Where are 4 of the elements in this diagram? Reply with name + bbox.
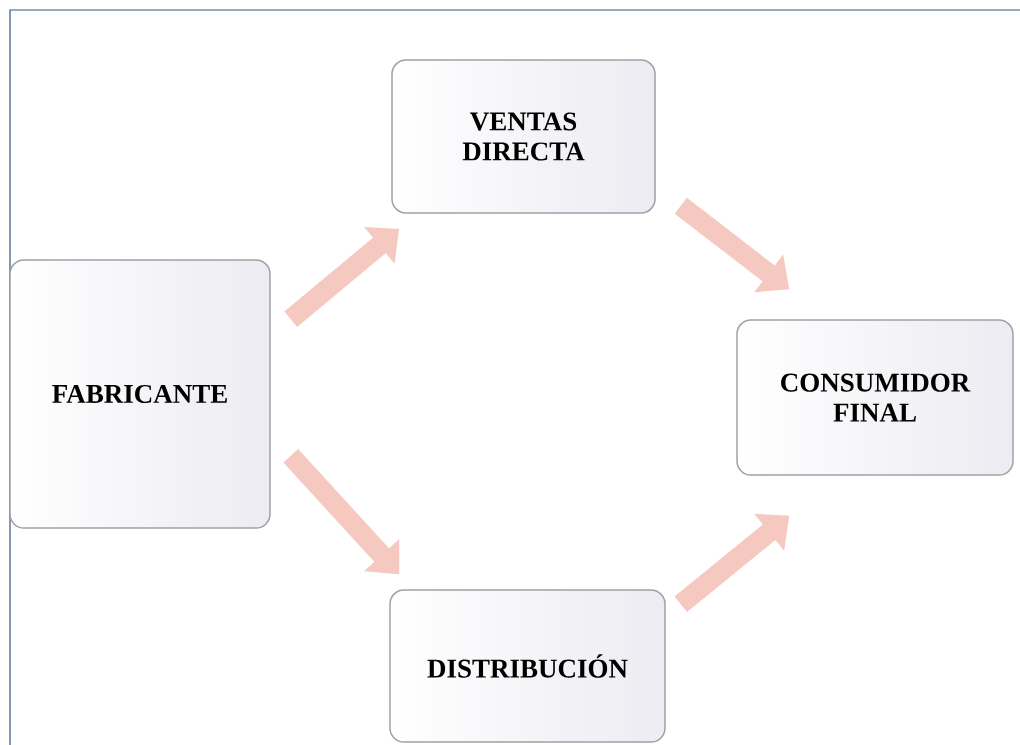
process-box: VENTAS DIRECTA bbox=[391, 59, 656, 214]
process-box: CONSUMIDOR FINAL bbox=[736, 319, 1014, 476]
process-box: FABRICANTE bbox=[9, 259, 271, 529]
process-box: DISTRIBUCIÓN bbox=[389, 589, 666, 743]
